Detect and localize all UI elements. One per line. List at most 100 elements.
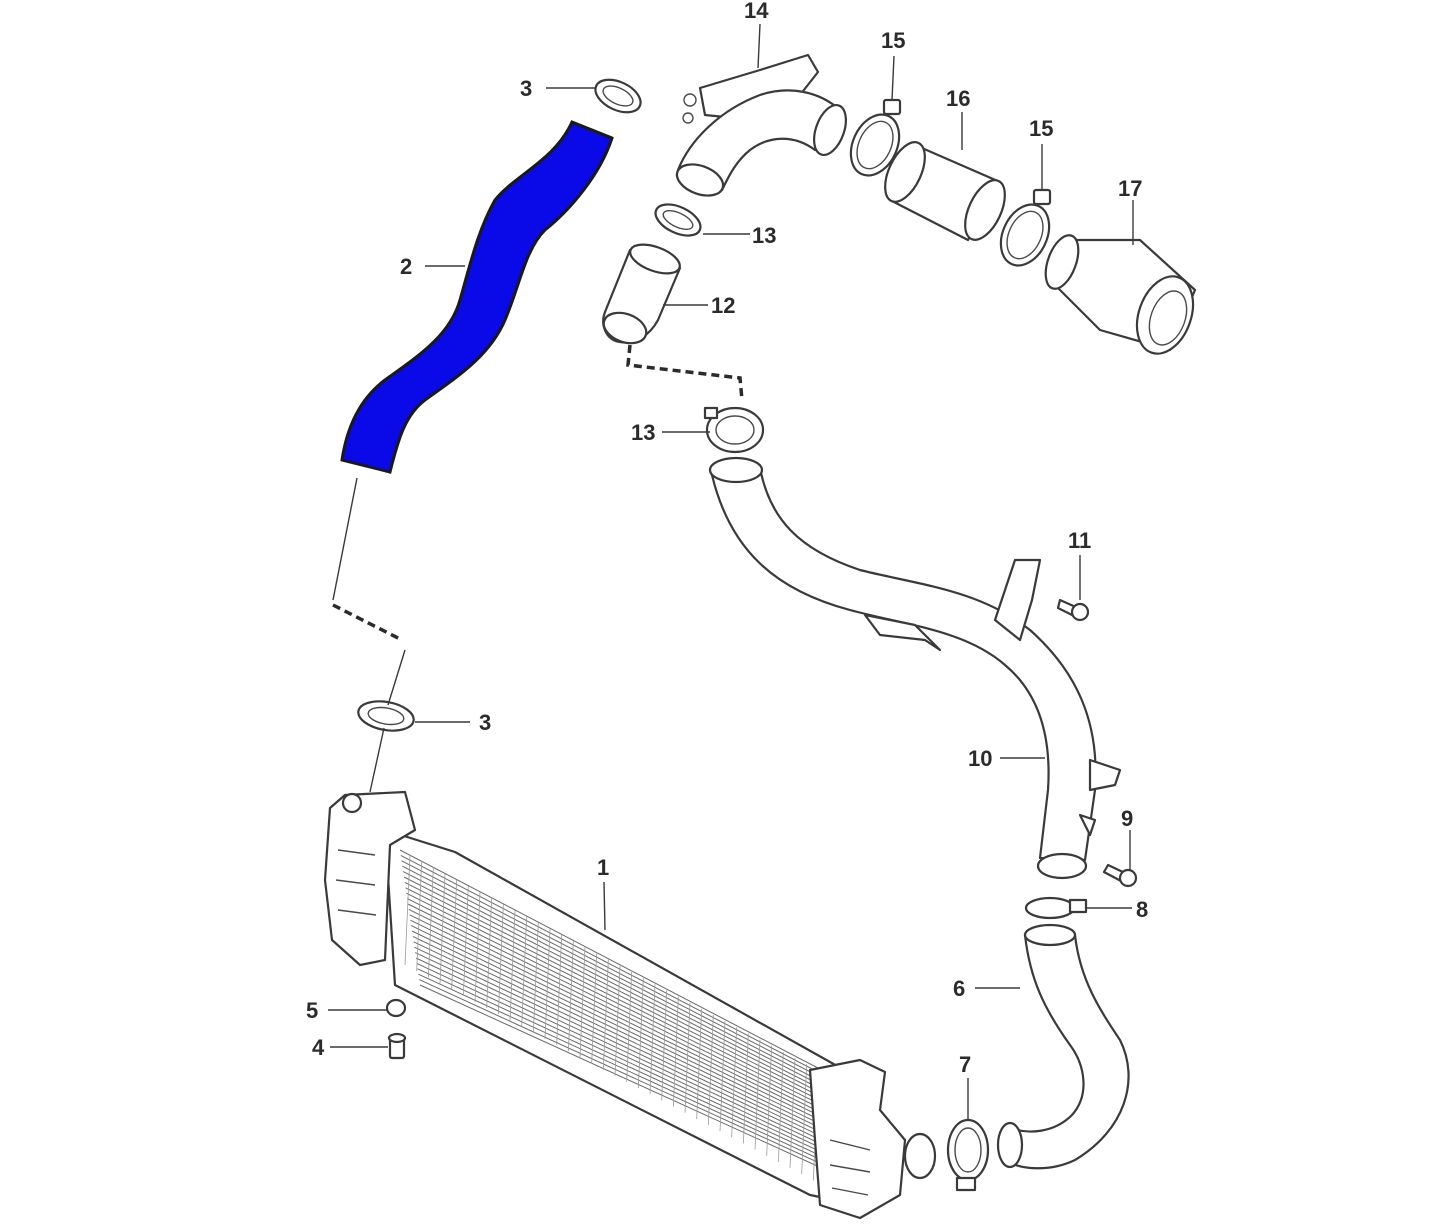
fin-line bbox=[661, 990, 668, 1101]
fin-line bbox=[696, 1008, 703, 1119]
fin-line bbox=[521, 916, 528, 1027]
fin-line bbox=[626, 971, 633, 1082]
fin-line bbox=[417, 968, 870, 1179]
fin-line bbox=[403, 876, 863, 1111]
fin-line bbox=[789, 1058, 796, 1169]
callout-8: 8 bbox=[1136, 897, 1148, 922]
callout-11: 11 bbox=[1068, 528, 1091, 553]
fin-line bbox=[556, 934, 563, 1046]
part-3-clamp-lower bbox=[357, 700, 415, 732]
connector-line-2-3 bbox=[332, 477, 358, 601]
leader-lines bbox=[328, 23, 1134, 1120]
fin-line bbox=[532, 922, 539, 1033]
part-6-lower-hose bbox=[996, 923, 1130, 1170]
part-12-short-hose bbox=[602, 243, 682, 345]
fin-line bbox=[409, 914, 866, 1139]
fin-line bbox=[801, 1064, 808, 1175]
connector-dash-12-13 bbox=[626, 344, 744, 401]
fin-line bbox=[777, 1051, 784, 1162]
fin-line bbox=[414, 952, 868, 1167]
fin-line bbox=[462, 885, 469, 996]
part-13-clamp-lower bbox=[703, 406, 765, 454]
callout-15-upper: 15 bbox=[881, 28, 905, 53]
callout-15-lower: 15 bbox=[1029, 116, 1053, 141]
fin-line bbox=[406, 892, 864, 1123]
callout-14: 14 bbox=[744, 0, 769, 23]
fin-line bbox=[742, 1033, 749, 1144]
fin-line bbox=[402, 865, 862, 1103]
part-17-connector bbox=[1044, 234, 1197, 355]
part-15-clamp-lower bbox=[999, 188, 1052, 267]
part-8-clamp bbox=[1024, 896, 1088, 920]
fin-line bbox=[411, 930, 867, 1151]
fin-line bbox=[649, 984, 656, 1095]
callout-9: 9 bbox=[1121, 806, 1133, 831]
part-2-intercooler-hose bbox=[340, 120, 614, 474]
fin-line bbox=[486, 898, 493, 1009]
fin-line bbox=[707, 1014, 714, 1126]
part-14-elbow-pipe bbox=[675, 53, 847, 197]
part-9-bolt bbox=[1102, 863, 1138, 888]
fin-line bbox=[544, 928, 551, 1039]
fin-line bbox=[415, 957, 869, 1171]
fin-line bbox=[399, 849, 861, 1091]
callout-6: 6 bbox=[953, 976, 965, 1001]
part-5-washer bbox=[385, 998, 407, 1018]
part-4-bolt bbox=[387, 1032, 407, 1060]
part-7-clamp bbox=[946, 1118, 990, 1192]
fin-line bbox=[416, 861, 423, 972]
part-1-intercooler bbox=[323, 790, 937, 1220]
fin-line bbox=[497, 904, 504, 1015]
fin-line bbox=[404, 854, 411, 966]
fin-line bbox=[408, 908, 865, 1135]
fin-line bbox=[731, 1027, 738, 1138]
part-13-clamp-upper bbox=[654, 203, 702, 237]
fin-line bbox=[591, 953, 598, 1064]
callout-10: 10 bbox=[968, 746, 992, 771]
fin-line bbox=[754, 1039, 761, 1150]
fin-line bbox=[406, 898, 864, 1127]
fin-line bbox=[419, 984, 871, 1191]
fin-line bbox=[614, 965, 621, 1076]
callout-3-upper: 3 bbox=[520, 76, 532, 101]
fin-line bbox=[407, 903, 865, 1131]
callout-2: 2 bbox=[400, 254, 412, 279]
fin-line bbox=[474, 891, 481, 1002]
connector-dash-2-3 bbox=[332, 603, 403, 642]
callout-1: 1 bbox=[597, 855, 609, 880]
fin-line bbox=[684, 1002, 691, 1113]
fin-line bbox=[410, 925, 866, 1147]
fin-line bbox=[410, 919, 866, 1143]
callout-12: 12 bbox=[711, 293, 735, 318]
fin-line bbox=[451, 879, 458, 990]
part-3-clamp-upper bbox=[594, 78, 642, 114]
intercooler-fins bbox=[399, 849, 871, 1206]
part-15-clamp-upper bbox=[849, 98, 902, 177]
callout-4: 4 bbox=[312, 1035, 325, 1060]
fin-line bbox=[405, 887, 864, 1119]
fin-line bbox=[439, 873, 446, 984]
fin-line bbox=[416, 962, 869, 1175]
callout-7: 7 bbox=[959, 1052, 971, 1077]
fin-line bbox=[402, 871, 862, 1107]
connector-line-3-1 bbox=[369, 649, 406, 793]
fin-line bbox=[579, 947, 586, 1058]
fin-line bbox=[637, 978, 644, 1089]
fin-line bbox=[567, 941, 574, 1052]
callout-5: 5 bbox=[306, 998, 318, 1023]
fin-line bbox=[766, 1045, 773, 1156]
callout-16: 16 bbox=[946, 86, 970, 111]
fin-line bbox=[719, 1021, 726, 1132]
fin-line bbox=[672, 996, 679, 1107]
callout-3-lower: 3 bbox=[479, 710, 491, 735]
part-10-long-pipe bbox=[708, 456, 1122, 880]
callout-17: 17 bbox=[1118, 176, 1142, 201]
fin-line bbox=[509, 910, 516, 1021]
fin-line bbox=[404, 881, 863, 1115]
fin-line bbox=[418, 973, 870, 1183]
callout-13-lower: 13 bbox=[631, 420, 655, 445]
callout-labels: 14 15 16 15 17 3 13 2 12 13 11 3 10 9 1 … bbox=[306, 0, 1148, 1077]
fin-line bbox=[427, 867, 434, 978]
callout-13-upper: 13 bbox=[752, 223, 776, 248]
